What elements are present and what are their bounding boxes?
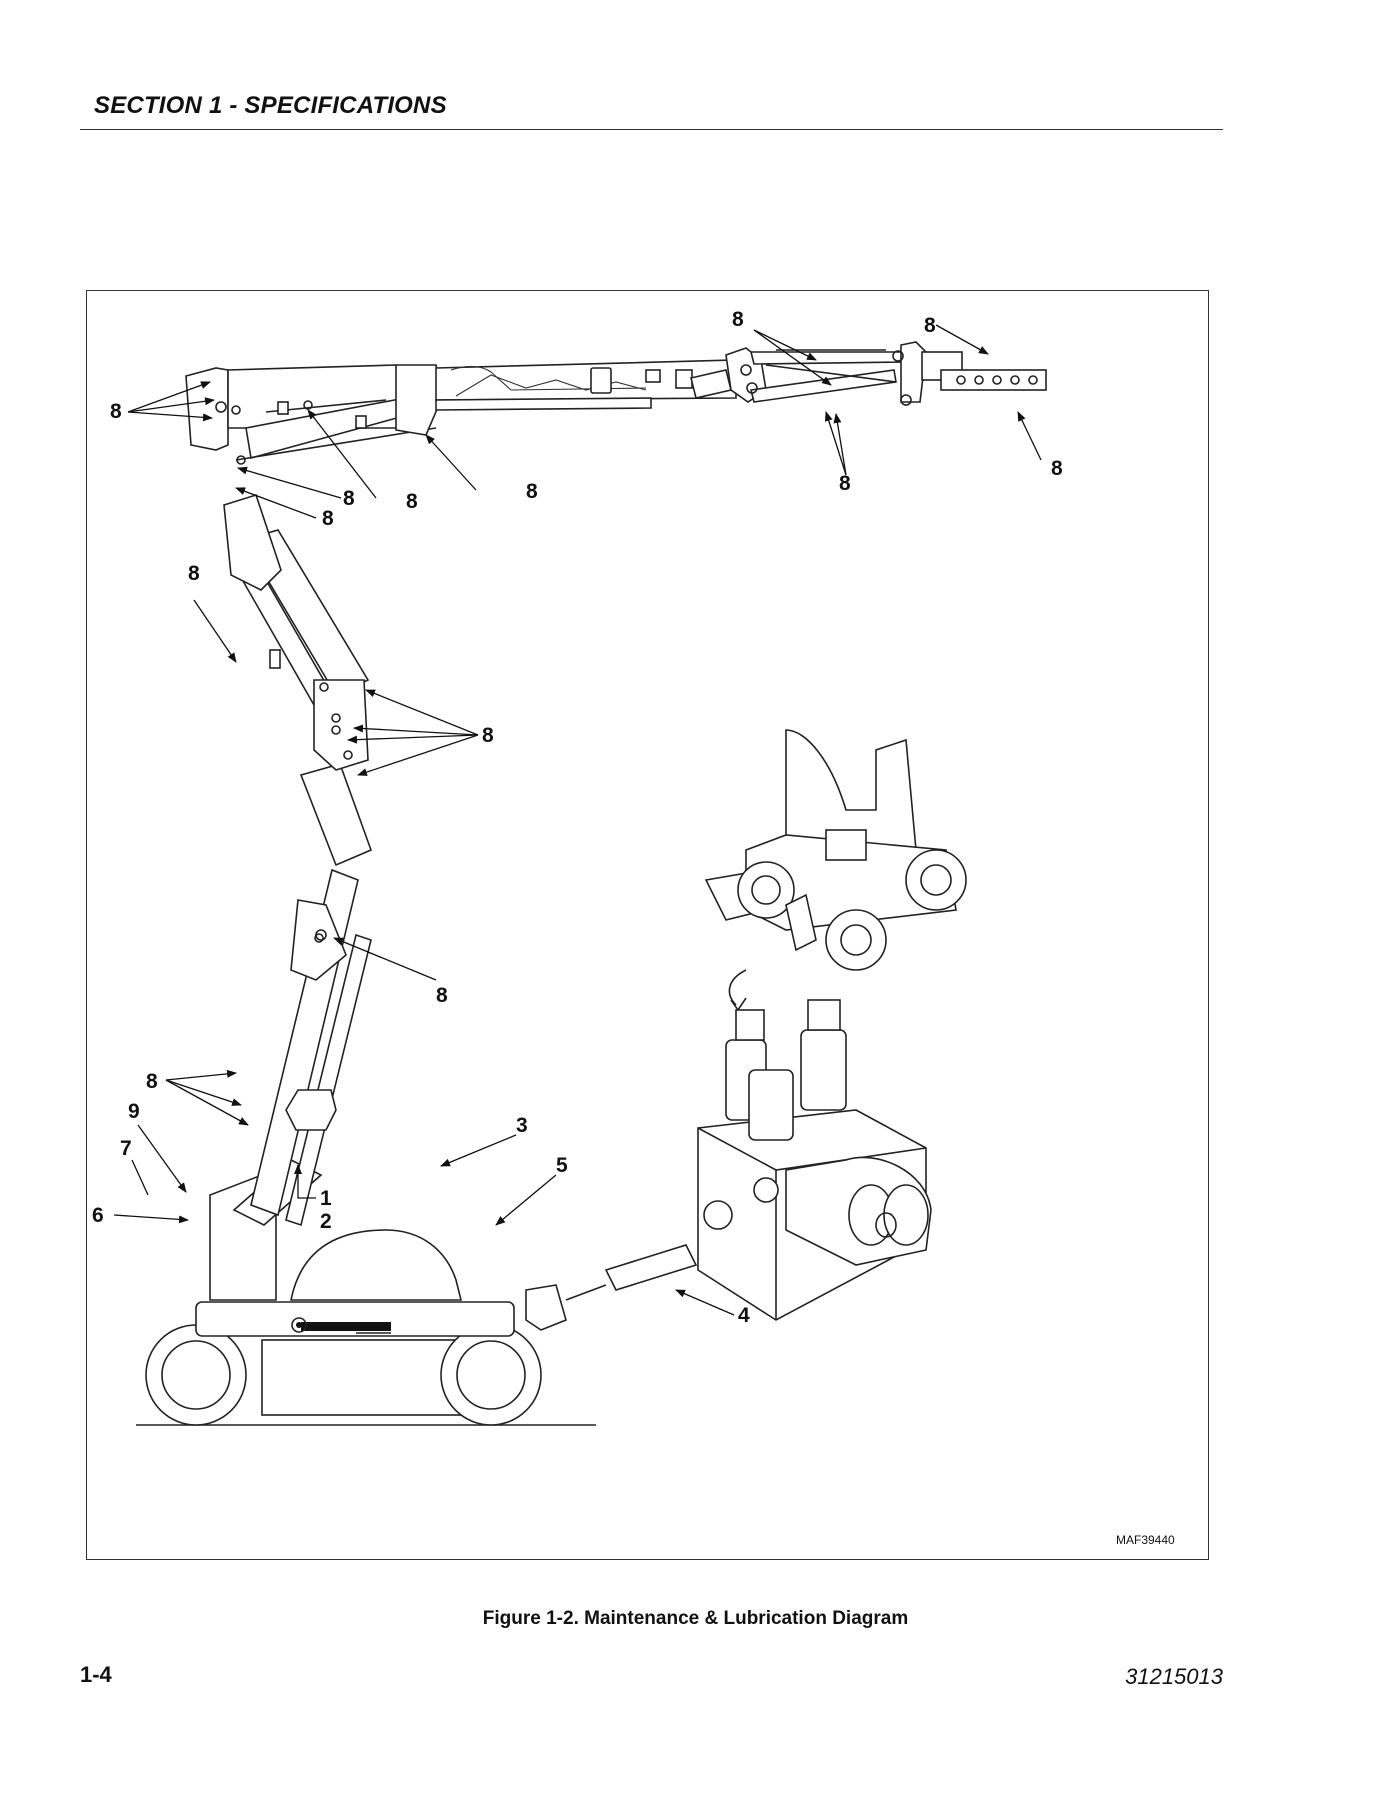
callout-6: 6 (92, 1204, 104, 1227)
lower-boom (232, 868, 372, 1227)
callout-labels: 8 8 8 8 8 8 8 8 8 8 8 8 8 9 7 6 5 3 1 2 … (92, 308, 1063, 1327)
figure-frame (86, 290, 1209, 1560)
machine-inset (704, 729, 967, 1012)
callout-8-i: 8 (188, 562, 200, 585)
machine-base (136, 1174, 596, 1426)
callout-7: 7 (120, 1137, 132, 1160)
callout-3: 3 (516, 1114, 528, 1137)
callout-8-b: 8 (322, 507, 334, 530)
callout-4: 4 (738, 1304, 750, 1327)
callout-8-d: 8 (526, 480, 538, 503)
chassis-deck (195, 1301, 515, 1337)
figure-caption: Figure 1-2. Maintenance & Lubrication Di… (482, 1608, 909, 1629)
document-number: 31215013 (1125, 1664, 1223, 1689)
upper-boom (185, 359, 737, 465)
callout-8-riser: 8 (110, 400, 122, 423)
callout-8-g: 8 (839, 472, 851, 495)
jib-and-platform (725, 341, 1047, 406)
callout-8-e: 8 (732, 308, 744, 331)
header-rule (80, 129, 1223, 130)
callout-8-k: 8 (436, 984, 448, 1007)
rear-wheel (440, 1324, 542, 1426)
mid-joint-plate (313, 679, 369, 771)
lower-boom-knuckle (285, 1089, 337, 1131)
callout-8-a: 8 (343, 487, 355, 510)
callout-8-l: 8 (146, 1070, 158, 1093)
callout-5: 5 (556, 1154, 568, 1177)
callout-8-h: 8 (1051, 457, 1063, 480)
callout-leaders (113, 324, 1042, 1316)
lubrication-diagram: 8 8 8 8 8 8 8 8 8 8 8 8 8 9 7 6 5 3 1 2 … (92, 308, 1175, 1547)
callout-8-f: 8 (924, 314, 936, 337)
section-title: SECTION 1 - SPECIFICATIONS (94, 92, 447, 119)
valve-block-closeup (525, 999, 932, 1331)
upper-knuckle-plate (223, 494, 282, 591)
callout-2: 2 (320, 1210, 332, 1233)
callout-8-c: 8 (406, 490, 418, 513)
front-wheel (145, 1324, 247, 1426)
callout-9: 9 (128, 1100, 140, 1123)
drawing-code: MAF39440 (1116, 1533, 1175, 1547)
page-number: 1-4 (80, 1662, 112, 1687)
middle-boom (223, 494, 373, 867)
filter-cap (525, 1284, 567, 1331)
callout-8-j: 8 (482, 724, 494, 747)
turntable-cover (290, 1229, 463, 1301)
upper-riser (185, 367, 229, 451)
callout-1: 1 (320, 1187, 332, 1210)
